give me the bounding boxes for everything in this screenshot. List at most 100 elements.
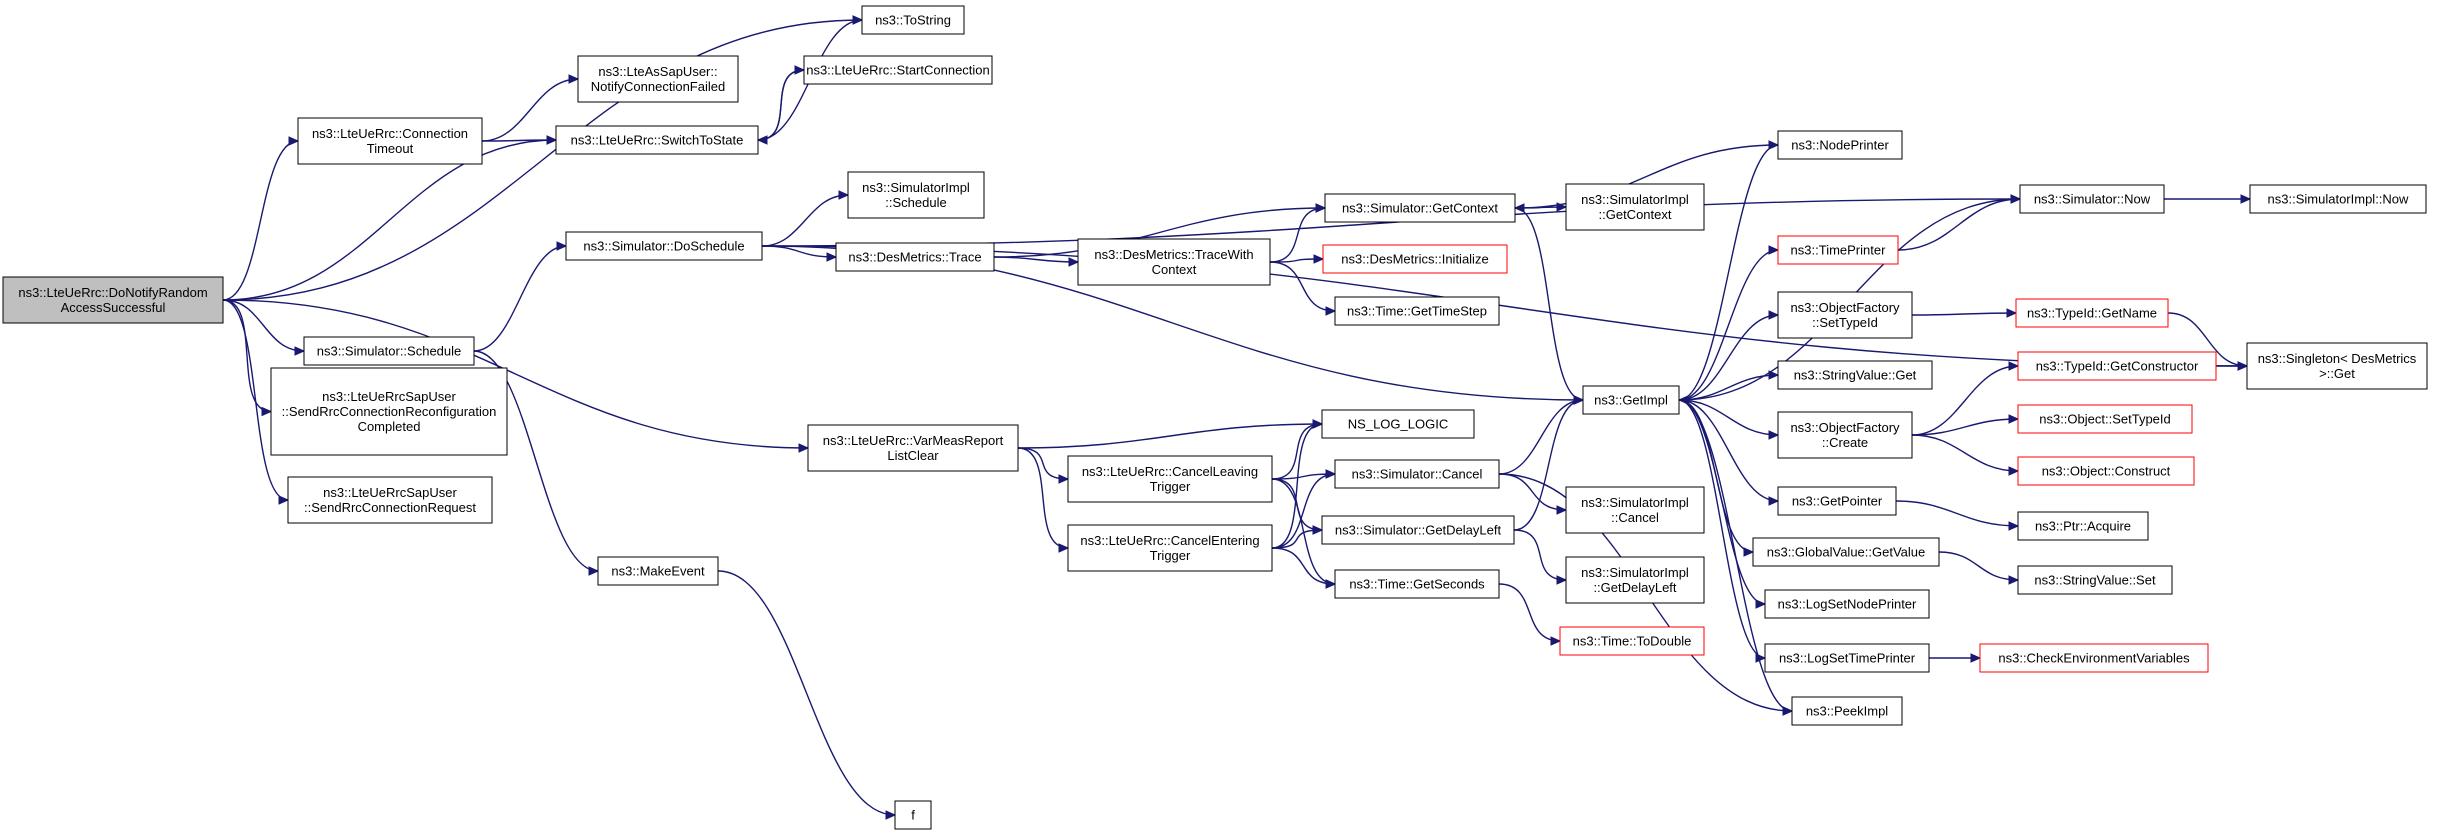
node-nsloglogic[interactable]: NS_LOG_LOGIC (1321, 409, 1475, 439)
node-label: ns3::StringValue::Get (1794, 368, 1917, 383)
node-checkenv[interactable]: ns3::CheckEnvironmentVariables (1979, 643, 2209, 673)
arrowhead (1556, 505, 1568, 515)
node-box (1777, 291, 1913, 339)
arrowhead (1313, 254, 1325, 264)
edge-getimpl-to-getpointer (1678, 399, 1780, 506)
arrowhead (1768, 140, 1780, 150)
node-f[interactable]: f (894, 800, 932, 830)
node-doschedule[interactable]: ns3::Simulator::DoSchedule (565, 231, 763, 261)
node-box (597, 556, 719, 586)
node-ptracquire[interactable]: ns3::Ptr::Acquire (2017, 511, 2149, 541)
node-stringvalueget[interactable]: ns3::StringValue::Get (1777, 360, 1933, 390)
node-sendreconfig[interactable]: ns3::LteUeRrcSapUser::SendRrcConnectionR… (270, 367, 508, 456)
arrowhead (852, 15, 864, 25)
node-typeidgetname[interactable]: ns3::TypeId::GetName (2015, 298, 2169, 328)
node-nodeprinter[interactable]: ns3::NodePrinter (1777, 130, 1903, 160)
edge-cancelentering-to-nsloglogic (1271, 419, 1324, 549)
node-switchstate[interactable]: ns3::LteUeRrc::SwitchToState (555, 125, 759, 155)
node-box (2017, 456, 2195, 486)
node-box (577, 55, 739, 103)
node-simimplgetcontext[interactable]: ns3::SimulatorImpl::GetContext (1565, 183, 1705, 231)
node-startconn[interactable]: ns3::LteUeRrc::StartConnection (803, 55, 993, 85)
arrowhead (288, 136, 300, 146)
node-simimplcancel[interactable]: ns3::SimulatorImpl::Cancel (1565, 486, 1705, 534)
arrowhead (1556, 575, 1568, 585)
node-box (1322, 244, 1508, 274)
node-box (1752, 537, 1940, 567)
node-label: ns3::Singleton< DesMetrics (2258, 351, 2417, 366)
node-timeprinter[interactable]: ns3::TimePrinter (1777, 235, 1899, 265)
edge-simschedule-to-doschedule (473, 241, 568, 352)
node-gettimestep[interactable]: ns3::Time::GetTimeStep (1334, 296, 1500, 326)
node-objfactsettypeid[interactable]: ns3::ObjectFactory::SetTypeId (1777, 291, 1913, 339)
node-getseconds[interactable]: ns3::Time::GetSeconds (1334, 569, 1500, 599)
node-root[interactable]: ns3::LteUeRrc::DoNotifyRandomAccessSucce… (2, 276, 224, 324)
node-label: ns3::ToString (875, 13, 951, 28)
edge-getimpl-to-objfactsettypeid (1678, 310, 1780, 401)
node-globalvalueget[interactable]: ns3::GlobalValue::GetValue (1752, 537, 1940, 567)
arrowhead (2010, 194, 2022, 204)
node-simimplgetdelay[interactable]: ns3::SimulatorImpl::GetDelayLeft (1565, 556, 1705, 604)
node-label: ns3::SimulatorImpl (862, 180, 970, 195)
node-box (847, 171, 985, 219)
node-desinit[interactable]: ns3::DesMetrics::Initialize (1322, 244, 1508, 274)
node-getcontext[interactable]: ns3::Simulator::GetContext (1324, 193, 1516, 223)
node-typeidgetctor[interactable]: ns3::TypeId::GetConstructor (2017, 351, 2217, 381)
node-label: NotifyConnectionFailed (591, 79, 725, 94)
arrowhead (1550, 636, 1562, 646)
node-getpointer[interactable]: ns3::GetPointer (1777, 486, 1897, 516)
node-label: ns3::TimePrinter (1791, 243, 1887, 258)
node-objconstruct[interactable]: ns3::Object::Construct (2017, 456, 2195, 486)
node-box (1334, 296, 1500, 326)
edge-tracewithcontext-to-gettimestep (1269, 261, 1337, 316)
arrowhead (885, 810, 897, 820)
node-label: ns3::Simulator::Now (2034, 192, 2151, 207)
node-box (1321, 515, 1515, 545)
arrowhead (798, 443, 810, 453)
node-stringvalueset[interactable]: ns3::StringValue::Set (2017, 565, 2173, 595)
node-singletonget[interactable]: ns3::Singleton< DesMetrics >::Get (2246, 342, 2428, 390)
node-logsetnodeprinter[interactable]: ns3::LogSetNodePrinter (1764, 589, 1930, 619)
edge-objfactsettypeid-to-typeidgetname (1911, 308, 2018, 318)
node-todouble[interactable]: ns3::Time::ToDouble (1559, 626, 1705, 656)
node-label: Completed (358, 419, 421, 434)
node-box (861, 5, 965, 35)
node-label: ns3::Time::GetTimeStep (1347, 304, 1487, 319)
arrowhead (2008, 575, 2020, 585)
edge-root-to-conntimeout (222, 136, 300, 301)
node-label: ns3::Simulator::DoSchedule (583, 239, 744, 254)
arrowhead (1312, 525, 1324, 535)
node-getimpl[interactable]: ns3::GetImpl (1582, 385, 1680, 415)
node-objfactcreate[interactable]: ns3::ObjectFactory::Create (1777, 411, 1913, 459)
node-simcancel[interactable]: ns3::Simulator::Cancel (1334, 459, 1500, 489)
node-sendrequest[interactable]: ns3::LteUeRrcSapUser::SendRrcConnectionR… (287, 476, 493, 524)
node-makeevent[interactable]: ns3::MakeEvent (597, 556, 719, 586)
node-peekimpl[interactable]: ns3::PeekImpl (1791, 696, 1903, 726)
node-label: ns3::Object::Construct (2042, 464, 2171, 479)
node-simnow[interactable]: ns3::Simulator::Now (2019, 184, 2165, 214)
node-getdelayleft[interactable]: ns3::Simulator::GetDelayLeft (1321, 515, 1515, 545)
node-box (2249, 184, 2427, 214)
edge-objfactcreate-to-typeidgetctor (1911, 361, 2020, 436)
node-simschedule[interactable]: ns3::Simulator::Schedule (303, 336, 475, 366)
node-tostring[interactable]: ns3::ToString (861, 5, 965, 35)
edge-objfactcreate-to-objconstruct (1911, 434, 2020, 476)
edge-doschedule-to-simimplschedule (761, 190, 850, 247)
node-objsettypeid[interactable]: ns3::Object::SetTypeId (2017, 404, 2193, 434)
node-desmetricstrace[interactable]: ns3::DesMetrics::Trace (835, 242, 995, 272)
node-logsettimeprinter[interactable]: ns3::LogSetTimePrinter (1764, 643, 1930, 673)
node-simimplnow[interactable]: ns3::SimulatorImpl::Now (2249, 184, 2427, 214)
node-label: ::SendRrcConnectionReconfiguration (282, 404, 497, 419)
node-notifyfail[interactable]: ns3::LteAsSapUser::NotifyConnectionFaile… (577, 55, 739, 103)
node-box (1764, 643, 1930, 673)
node-simimplschedule[interactable]: ns3::SimulatorImpl::Schedule (847, 171, 985, 219)
node-label: ns3::CheckEnvironmentVariables (1998, 651, 2190, 666)
node-label: ns3::SimulatorImpl (1581, 565, 1689, 580)
arrowhead (588, 566, 600, 576)
node-box (1067, 524, 1273, 572)
